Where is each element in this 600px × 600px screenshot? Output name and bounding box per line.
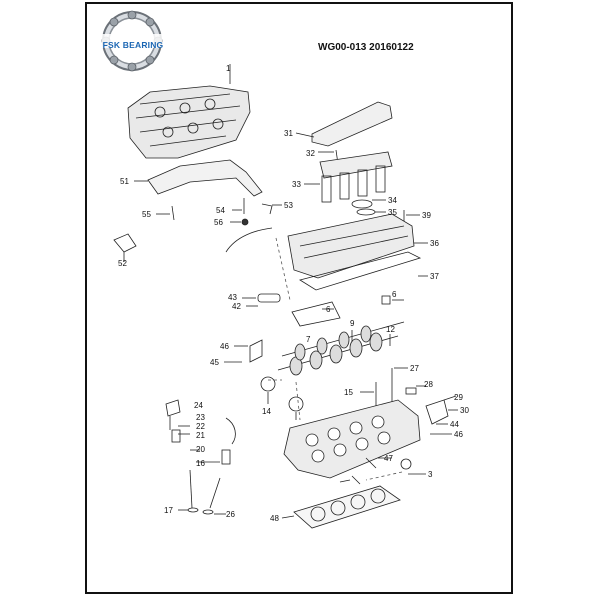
- camshafts: [277, 321, 405, 376]
- document-code: WG00-013 20160122: [318, 42, 414, 53]
- callout-label: 9: [350, 319, 355, 328]
- callout-label: 16: [196, 459, 205, 468]
- callout-label: 15: [344, 388, 353, 397]
- callout-label: 35: [388, 208, 397, 217]
- callout-label: 47: [384, 454, 393, 463]
- callout-label: 28: [424, 380, 433, 389]
- callout-label: 20: [196, 445, 205, 454]
- callout-label: 37: [430, 272, 439, 281]
- callout-label: 53: [284, 201, 293, 210]
- callout-label: 14: [262, 407, 271, 416]
- callout-label: 54: [216, 206, 225, 215]
- callout-label: 43: [228, 293, 237, 302]
- callout-label: 46: [220, 342, 229, 351]
- callout-label: 29: [454, 393, 463, 402]
- callout-labels: 1 31 32 33 34 35 36 37 39 51 53 54 55 56…: [118, 64, 469, 523]
- callout-label: 51: [120, 177, 129, 186]
- callout-label: 21: [196, 431, 205, 440]
- callout-label: 7: [306, 335, 311, 344]
- callout-label: 3: [428, 470, 433, 479]
- callout-label: 31: [284, 129, 293, 138]
- callout-label: 26: [226, 510, 235, 519]
- callout-label: 6: [326, 305, 331, 314]
- callout-label: 45: [210, 358, 219, 367]
- callout-label: 17: [164, 506, 173, 515]
- logo-text: FSK BEARING: [102, 40, 164, 50]
- ignition-coils: [304, 151, 393, 203]
- callout-label: 39: [422, 211, 431, 220]
- callout-label: 23: [196, 413, 205, 422]
- callout-label: 27: [410, 364, 419, 373]
- callout-label: 52: [118, 259, 127, 268]
- callout-label: 24: [194, 401, 203, 410]
- head-gasket: [281, 485, 401, 529]
- callout-label: 1: [226, 64, 231, 73]
- callout-label: 12: [386, 325, 395, 334]
- bearing-logo: [101, 10, 163, 72]
- coil-cover: [311, 101, 393, 147]
- valve-cover: [287, 213, 415, 279]
- callout-label: 36: [430, 239, 439, 248]
- cylinder-head-assembly: [127, 64, 251, 159]
- callout-label: 46: [454, 430, 463, 439]
- callout-label: 30: [460, 406, 469, 415]
- lower-cylinder-head: [283, 399, 421, 479]
- callout-label: 22: [196, 422, 205, 431]
- callout-label: 33: [292, 180, 301, 189]
- callout-label: 44: [450, 420, 459, 429]
- callout-label: 55: [142, 210, 151, 219]
- valve-train: [165, 399, 236, 515]
- callout-label: 34: [388, 196, 397, 205]
- callout-label: 56: [214, 218, 223, 227]
- callout-label: 6: [392, 290, 397, 299]
- callout-label: 48: [270, 514, 279, 523]
- callout-label: 42: [232, 302, 241, 311]
- callout-label: 32: [306, 149, 315, 158]
